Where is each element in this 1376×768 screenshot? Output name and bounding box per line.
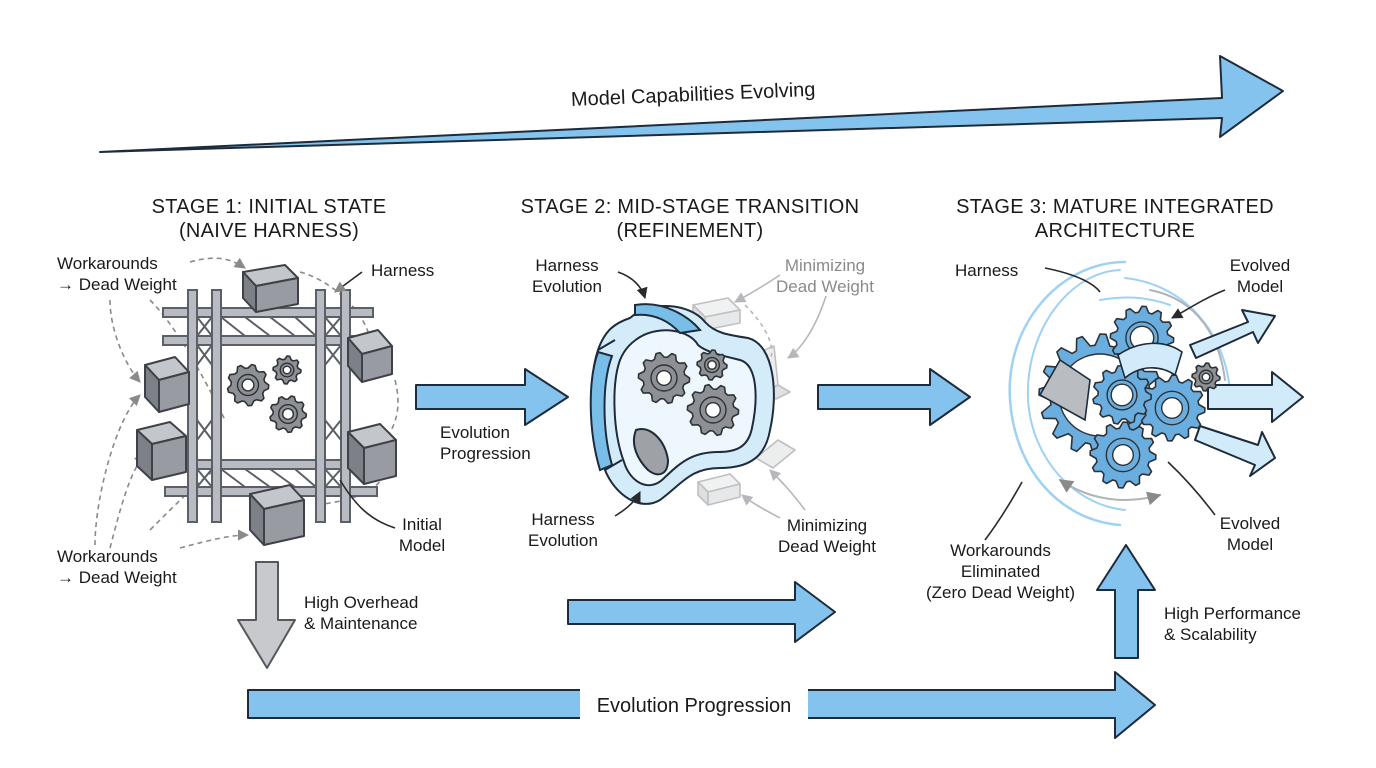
performance-label: High Performance & Scalability — [1164, 603, 1301, 645]
label-line: Model — [398, 536, 446, 555]
overhead-arrow — [237, 561, 296, 669]
stage2-title-line1: STAGE 2: MID-STAGE TRANSITION — [520, 196, 860, 218]
label-line: Eliminated — [960, 562, 1041, 581]
stage1-initial-model-label: Initial Model — [392, 514, 452, 556]
stage3-evolved-model-top: Evolved Model — [1225, 255, 1295, 297]
label-line: Dead Weight — [778, 537, 876, 556]
transition1-label: Evolution Progression — [440, 422, 531, 464]
label-line: Dead Weight — [776, 277, 874, 296]
gear-icon — [1092, 364, 1153, 425]
label-line: Evolution — [528, 531, 598, 550]
stage1-workarounds-bottom: Workarounds → Dead Weight — [57, 546, 177, 588]
stage2-minimizing-top: Minimizing Dead Weight — [770, 255, 880, 297]
gear-icon — [226, 363, 270, 407]
cube — [242, 264, 299, 313]
label-line: Model — [1236, 277, 1284, 296]
stage1-title-line2: (NAIVE HARNESS) — [178, 220, 360, 242]
label-line: Workarounds — [950, 541, 1051, 560]
label-line: Evolved — [1219, 514, 1281, 533]
cube — [144, 356, 190, 413]
label-line: Workarounds — [57, 547, 158, 566]
label-line: & Scalability — [1164, 625, 1257, 644]
overhead-label: High Overhead & Maintenance — [304, 592, 418, 634]
stage3-title-line1: STAGE 3: MATURE INTEGRATED — [956, 196, 1274, 218]
stage1-workarounds-top: Workarounds → Dead Weight — [57, 253, 177, 295]
gear-icon — [686, 383, 740, 437]
stage1-title: STAGE 1: INITIAL STATE (NAIVE HARNESS) — [119, 195, 419, 243]
label-line: Harness — [531, 510, 595, 529]
label-line: Model — [1226, 535, 1274, 554]
label-line: High Overhead — [304, 593, 419, 612]
gear-icon — [1089, 421, 1157, 489]
cube — [136, 421, 187, 481]
performance-arrow — [1096, 544, 1156, 659]
stage2-harness-evolution-top: Harness Evolution — [527, 255, 607, 297]
label-line: & Maintenance — [304, 614, 418, 633]
gear-icon — [696, 349, 728, 381]
gear-icon — [637, 351, 691, 405]
bottom-progression-label: Evolution Progression — [596, 695, 792, 717]
stage2-title-line2: (REFINEMENT) — [616, 220, 764, 242]
gear-icon — [1138, 374, 1206, 442]
gear-icon — [1191, 362, 1221, 392]
label-line: → Dead Weight — [57, 568, 177, 587]
label-line: (Zero Dead Weight) — [926, 583, 1075, 602]
stage2-harness-evolution-bottom: Harness Evolution — [523, 509, 603, 551]
label-line: Harness — [535, 256, 599, 275]
stage3-title-line2: ARCHITECTURE — [1034, 220, 1196, 242]
label-line: Workarounds — [57, 254, 158, 273]
stage2-minimizing-bottom: Minimizing Dead Weight — [772, 515, 882, 557]
stage2-title: STAGE 2: MID-STAGE TRANSITION (REFINEMEN… — [510, 195, 870, 243]
transition-arrow-1 — [415, 368, 569, 426]
cube — [347, 329, 393, 383]
mid-progression-arrow — [567, 581, 836, 643]
stage3-evolved-model-bottom: Evolved Model — [1215, 513, 1285, 555]
stage3-title: STAGE 3: MATURE INTEGRATED ARCHITECTURE — [945, 195, 1285, 243]
initial-model-gears — [226, 355, 308, 434]
stage1-harness — [94, 257, 399, 549]
transition-arrow-2 — [817, 368, 971, 426]
label-line: Minimizing — [786, 516, 868, 535]
bottom-progression-arrow — [247, 671, 1156, 739]
label-line: → Dead Weight — [57, 275, 177, 294]
capabilities-arrow — [99, 55, 1284, 153]
cube — [249, 484, 305, 546]
label-line: Minimizing — [784, 256, 866, 275]
stage3-eliminated-label: Workarounds Eliminated (Zero Dead Weight… — [918, 540, 1083, 603]
label-line: Evolution — [440, 423, 510, 442]
gear-icon — [272, 355, 302, 385]
label-line: High Performance — [1164, 604, 1302, 623]
label-line: Evolution — [532, 277, 602, 296]
stage3-harness-label: Harness — [955, 261, 1019, 280]
label-line: Progression — [440, 444, 531, 463]
refined-model-gears — [637, 349, 740, 437]
label-line: Evolved — [1229, 256, 1291, 275]
gear-icon — [269, 395, 308, 434]
stage3-architecture — [984, 260, 1304, 659]
stage2-harness — [589, 271, 827, 519]
stage1-harness-label: Harness — [371, 261, 435, 280]
stage1-title-line1: STAGE 1: INITIAL STATE — [151, 196, 387, 218]
label-line: Initial — [402, 515, 442, 534]
cube — [347, 423, 397, 485]
